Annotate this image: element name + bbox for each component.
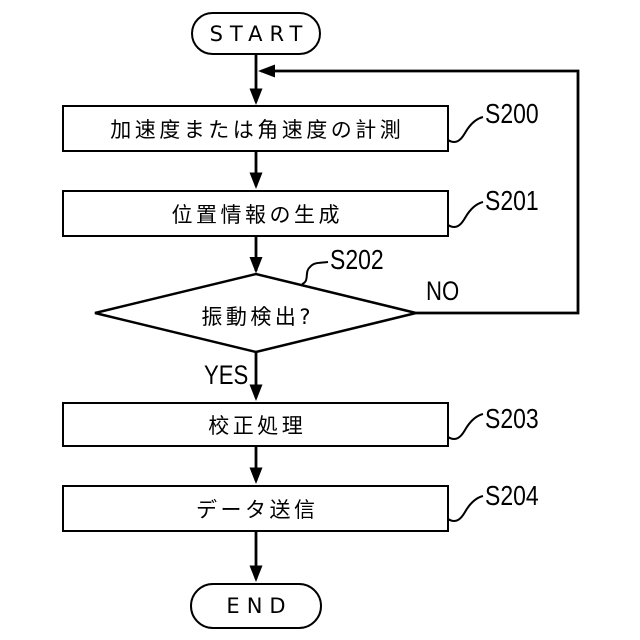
leader-s203 [447,413,484,440]
process-s201: 位置情報の生成 [62,190,449,237]
decision-s202-label: 振動検出? [201,305,315,329]
step-label-s200: S200 [485,98,539,129]
process-s200-label: 加速度または角速度の計測 [110,117,405,142]
branch-label-no: NO [426,276,460,306]
arrowhead-into-s200 [249,88,263,105]
leader-s200 [447,116,484,143]
leader-s201 [447,201,484,228]
step-label-s201: S201 [485,185,539,216]
end-label: END [226,594,293,618]
leader-s204 [447,495,484,522]
branch-label-yes: YES [204,360,249,390]
process-s200: 加速度または角速度の計測 [62,105,449,152]
end-terminator: END [190,583,322,629]
process-s204-label: データ送信 [196,497,319,522]
arrowhead-into-s203 [249,384,263,401]
edge-s202-no-loop [261,69,580,315]
start-label: START [209,21,310,46]
start-terminator: START [191,12,321,55]
process-s204: データ送信 [62,485,449,532]
arrowhead-into-s201 [249,172,263,189]
step-label-s204: S204 [485,480,539,511]
leader-s202 [301,261,329,285]
process-s203: 校正処理 [62,402,449,447]
arrowhead-into-end [249,565,263,582]
process-s203-label: 校正処理 [208,413,307,438]
arrowhead-no-loop-merge [258,64,275,78]
step-label-s202: S202 [330,244,384,275]
arrowhead-into-s204 [249,467,263,484]
step-label-s203: S203 [485,403,539,434]
arrowhead-into-s202 [249,257,263,274]
process-s201-label: 位置情報の生成 [171,202,343,227]
